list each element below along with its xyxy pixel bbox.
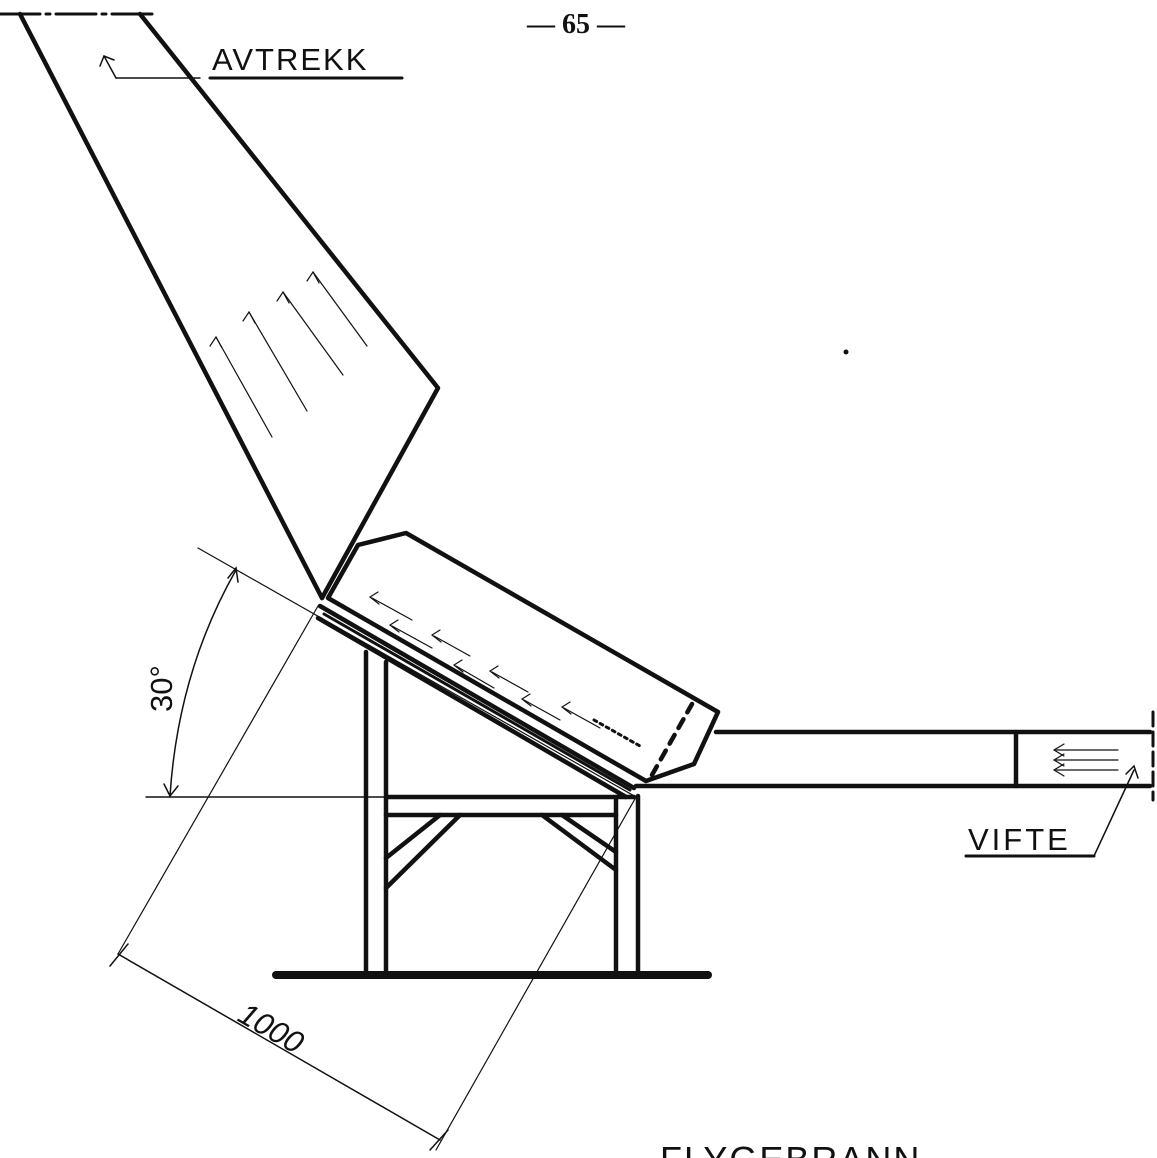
fan-leader-arrowhead	[1125, 764, 1139, 779]
inner-airflow-arrow	[523, 699, 561, 721]
fan-leader-line	[1093, 769, 1135, 857]
airflow-arrow-shaft	[248, 311, 308, 412]
box-floor-line-2	[322, 612, 632, 792]
angle-arc-arrowhead-bottom	[163, 783, 179, 798]
exhaust-label: AVTREKK	[212, 42, 368, 77]
drying-box	[315, 530, 721, 800]
airflow-arrow-shaft	[312, 271, 368, 347]
length-tick-left	[109, 943, 129, 967]
inner-airflow-arrow	[391, 625, 433, 649]
page-number: — 65 —	[526, 9, 626, 40]
exhaust-leader-arrowhead	[99, 55, 115, 67]
length-dimension-line	[117, 953, 441, 1141]
support-stand	[272, 649, 712, 979]
inlet-flap-dashed	[649, 701, 695, 778]
grate-dotted-line	[592, 718, 642, 748]
airflow-arrow-shaft	[215, 336, 273, 438]
airflow-arrowhead	[306, 270, 320, 284]
length-label: 1000	[233, 996, 310, 1061]
length-tick-right	[429, 1129, 449, 1151]
angle-arc-arrowhead-top	[227, 566, 239, 583]
chute-left-wall	[17, 11, 325, 601]
exhaust-label-group: AVTREKK	[99, 42, 404, 80]
fan-airflow-arrowhead	[1052, 753, 1065, 767]
angle-extension-line	[197, 547, 637, 798]
inner-airflow-arrowhead	[388, 619, 400, 633]
fan-label: VIFTE	[968, 822, 1071, 857]
inner-airflow-arrowhead	[520, 693, 532, 707]
length-extension-line-right	[435, 796, 637, 1151]
inner-airflow-arrow	[433, 635, 471, 657]
fan-airflow-arrowhead	[1052, 763, 1065, 777]
box-floor-line-3	[315, 615, 629, 800]
inner-airflow-arrowhead	[430, 629, 442, 643]
fan-label-group: VIFTE	[964, 764, 1139, 858]
fan-duct	[633, 710, 1155, 802]
airflow-arrowhead	[276, 290, 290, 304]
stand-left-brace-1	[383, 812, 443, 861]
box-floor-line-1	[317, 603, 637, 791]
angle-arc	[169, 569, 237, 797]
inner-airflow-arrowhead	[560, 701, 572, 715]
inner-airflow-arrowhead	[452, 659, 464, 673]
exhaust-chute	[0, 11, 441, 601]
inner-airflow-arrow	[563, 707, 601, 729]
airflow-arrowhead	[242, 310, 256, 324]
inner-airflow-arrowhead	[488, 665, 500, 679]
stand-left-brace-2	[383, 812, 463, 891]
ink-speck	[843, 349, 849, 355]
drying-box-outline	[325, 530, 721, 784]
fan-airflow-arrowhead	[1052, 743, 1065, 757]
airflow-arrowhead	[209, 335, 223, 349]
length-extension-line-left	[117, 605, 319, 955]
inner-airflow-arrow	[491, 671, 529, 693]
inner-airflow-arrow	[455, 665, 495, 689]
inner-airflow-arrow	[371, 597, 413, 621]
exhaust-leader-arrow	[103, 55, 117, 79]
drawing-title: FLYGEBRANN	[660, 1139, 921, 1158]
stand-right-brace-1	[539, 812, 619, 873]
airflow-arrow-shaft	[282, 291, 344, 376]
angle-label: 30°	[144, 665, 179, 712]
chute-right-wall	[137, 11, 441, 601]
inner-airflow-arrowhead	[368, 591, 380, 605]
stand-right-brace-2	[559, 812, 619, 855]
